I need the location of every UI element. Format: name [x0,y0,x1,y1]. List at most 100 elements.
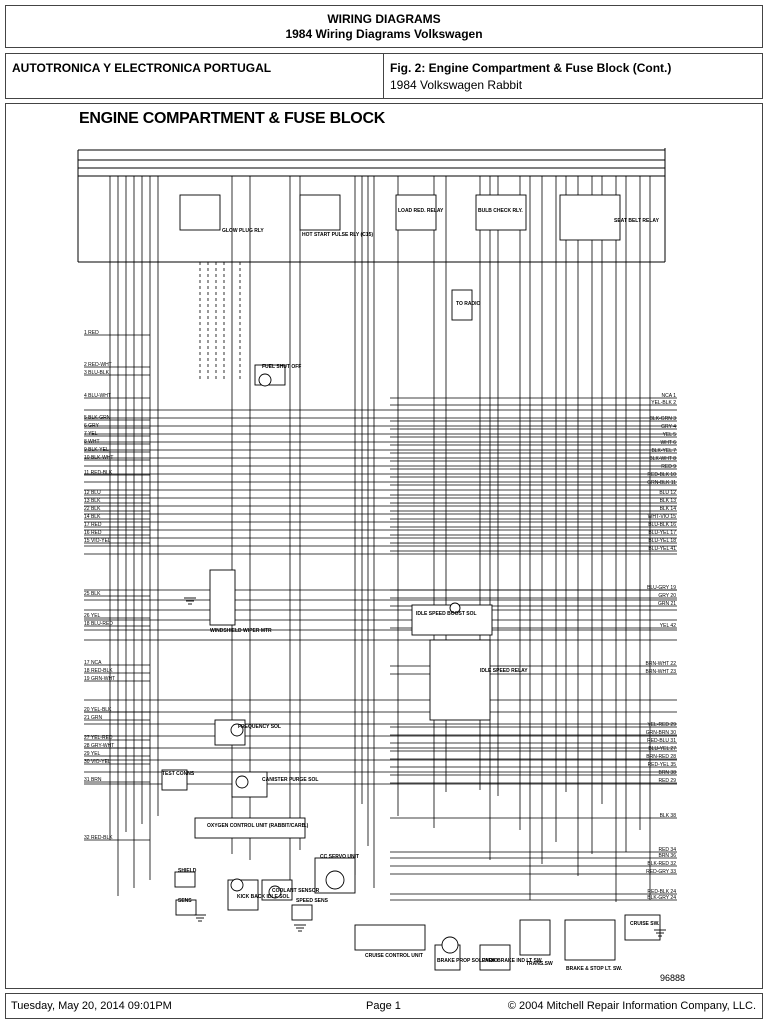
footer-copyright: © 2004 Mitchell Repair Information Compa… [507,1000,756,1012]
left-wire-label: 10 BLK-WHT [84,455,113,461]
right-wire-label: YEL-RED 29 [647,722,676,728]
trans-sw-box [519,919,551,956]
left-wire-label: 6 GRY [84,423,100,429]
bulb-check-label: BULB CHECK RLY. [478,208,523,214]
right-wire-label: RED 34 [658,847,676,853]
brake-stop-box [564,919,616,961]
sens-label: SENS [178,898,192,904]
right-wire-label: BLK 38 [660,813,677,819]
speed-sens-box [291,904,313,921]
glow-plug-box [179,194,221,231]
solenoid-symbol [325,870,345,890]
hot-start-label: HOT START PULSE RLY (C15) [302,232,373,238]
solenoid-symbol [441,936,459,954]
seat-belt-label: SEAT BELT RELAY [614,218,660,224]
right-wire-label: RED-GRY 33 [646,869,676,875]
right-wire-label: BLK-GRY 24 [647,895,676,901]
left-wire-label: 7 YEL [84,431,98,437]
coolant-label: COOLANT SENSOR [272,888,320,894]
page-footer: Tuesday, May 20, 2014 09:01PM Page 1 © 2… [5,993,763,1019]
left-wire-label: 31 BRN [84,777,102,783]
cruise-unit-label: CRUISE CONTROL UNIT [365,953,423,959]
right-wire-label: BLK-GRN 3 [650,416,677,422]
left-wire-label: 8 WHT [84,439,100,445]
diagram-code: 96888 [660,973,685,983]
vertical-wires [109,176,651,902]
solenoid-symbol [258,373,272,387]
fuel-shutoff-label: FUEL SHUT OFF [262,364,301,370]
figure-info-bar: AUTOTRONICA Y ELECTRONICA PORTUGAL Fig. … [5,53,763,99]
idle-relay-label: IDLE SPEED RELAY [480,668,528,674]
oxygen-box [194,817,306,839]
glow-plug-label: GLOW PLUG RLY [222,228,264,234]
right-wire-label: GRN-BRN 30 [646,730,677,736]
oxygen-label: OXYGEN CONTROL UNIT (RABBIT/CARB.) [207,823,309,829]
right-wire-label: GRN-BLK 11 [647,480,676,486]
left-wire-label: 12 BLU [84,490,101,496]
right-wire-label: NCA 1 [662,393,677,399]
idle-relay-box [429,639,491,721]
left-wire-label: 27 YEL-RED [84,735,113,741]
right-wire-label: BLU-YEL 17 [648,530,676,536]
left-wire-label: 19 GRN-WHT [84,676,115,682]
left-wire-label: 16 RED [84,530,102,536]
freq-sol-label: FREQUENCY SOL [238,724,281,730]
footer-date: Tuesday, May 20, 2014 09:01PM [11,1000,172,1012]
left-wire-label: 26 YEL [84,613,101,619]
right-wire-label: BRN 36 [658,853,676,859]
freq-sol-box [214,719,246,746]
left-wire-label: 17 NCA [84,660,102,666]
right-wire-label: BLK 14 [660,506,677,512]
left-wire-label: 2 RED-WHT [84,362,112,368]
sens-box [175,899,197,916]
left-wire-label: 32 RED-BLK [84,835,113,841]
header-title: WIRING DIAGRAMS [327,12,441,26]
left-wire-label: 11 RED-BLK [84,470,113,476]
right-wire-label: GRY 20 [658,593,676,599]
right-wire-label: BLK-WHT 8 [649,456,676,462]
left-wire-label: 18 BLU-RED [84,621,113,627]
bulb-check-box [475,194,527,231]
left-wire-label: 4 BLU-WHT [84,393,111,399]
canister-label: CANISTER PURGE SOL [262,777,318,783]
figure-caption: Fig. 2: Engine Compartment & Fuse Block … [390,61,672,75]
right-wire-label: BLK 13 [660,498,677,504]
shield-label: SHIELD [178,868,197,874]
left-wire-label: 20 YEL-BLK [84,707,112,713]
shield-box [174,871,196,888]
right-wire-label: GRY 4 [661,424,676,430]
brake-stop-label: BRAKE & STOP LT. SW. [566,966,623,972]
test-conns-label: TEST CONNS [162,771,195,777]
right-wire-label: WHT 6 [661,440,677,446]
left-wire-label: 9 BLK-YEL [84,447,109,453]
right-wire-label: YEL 5 [663,432,677,438]
solenoid-symbol [268,885,282,899]
figure-caption-block: Fig. 2: Engine Compartment & Fuse Block … [390,60,671,94]
diagram-title: ENGINE COMPARTMENT & FUSE BLOCK [79,110,385,127]
left-wire-label: 1 RED [84,330,99,336]
right-wire-label: BLU-YEL 41 [648,546,676,552]
cruise-sw-label: CRUISE SW. [630,921,660,927]
idle-boost-label: IDLE SPEED BOOST SOL [416,611,477,617]
right-wire-label: BRN-WHT 23 [646,669,677,675]
right-wire-label: BRN 38 [658,770,676,776]
right-wire-label: BLK-RED 32 [647,861,676,867]
figure-vehicle: 1984 Volkswagen Rabbit [390,78,523,92]
radio-box [451,289,473,321]
solenoid-symbol [230,723,244,737]
left-wire-label: 25 BLK [84,591,101,597]
test-conns-box [161,769,188,791]
radio-label: TO RADIO [456,301,480,307]
left-wire-label: 18 RED-BLK [84,668,113,674]
right-wire-label: WHT-VIO 15 [648,514,677,520]
right-wire-label: BLU-YEL 27 [648,746,676,752]
speed-sens-label: SPEED SENS [296,898,329,904]
right-wire-label: RED-BLU 31 [647,738,676,744]
left-wire-label: 3 BLU-BLK [84,370,110,376]
right-wire-label: RED-YEL 35 [648,762,677,768]
header-subtitle: 1984 Wiring Diagrams Volkswagen [285,27,483,41]
kick-idle-label: KICK BACK IDLE SOL [237,894,290,900]
right-wire-label: BLU-BLK 16 [648,522,676,528]
document-header: WIRING DIAGRAMS 1984 Wiring Diagrams Vol… [5,5,763,48]
